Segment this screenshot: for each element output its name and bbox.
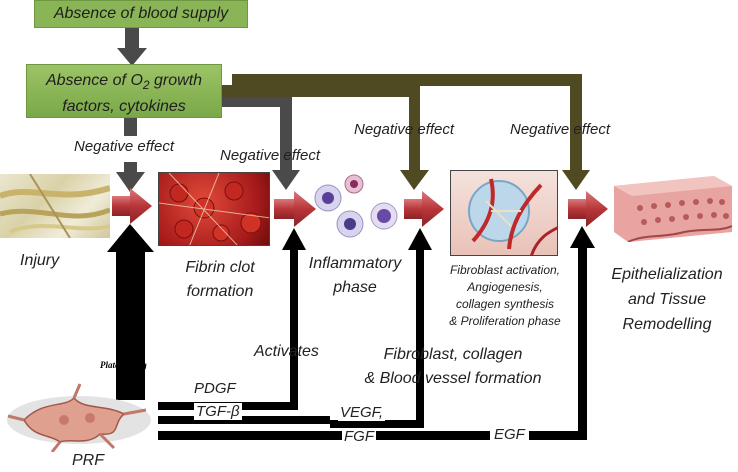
- absence-blood-supply-label: Absence of blood supply: [53, 5, 229, 22]
- epithelialization-line2: and Tissue: [627, 291, 707, 308]
- fibroblast-formation-line1: Fibroblast, collagen: [383, 346, 523, 363]
- platelet-cluster-icon: [7, 383, 151, 453]
- negative-effect-label-4: Negative effect: [510, 121, 611, 138]
- black-arrow-platelet-plug: [107, 224, 154, 400]
- injury-fibers-icon: [0, 174, 110, 238]
- inflammatory-cells-image: [306, 172, 402, 240]
- vegf-label: VEGF,: [338, 404, 386, 421]
- o2-subscript: 2: [142, 78, 150, 93]
- epithelial-tissue-image: [614, 176, 733, 243]
- injury-image: [0, 174, 110, 238]
- fibrin-cells-icon: [159, 173, 269, 245]
- fibrin-clot-image: [158, 172, 270, 246]
- fibrin-line1: Fibrin clot: [185, 259, 255, 276]
- absence-o2-line1: Absence of O2 growth: [27, 70, 221, 96]
- prf-platelet-image: [4, 380, 154, 453]
- proliferation-image: [450, 170, 558, 256]
- proliferation-line2: Angiogenesis,: [467, 280, 543, 294]
- gray-arrow-blood-to-o2: [117, 28, 147, 66]
- epithelialization-line1: Epithelialization: [611, 266, 723, 283]
- fibrin-line2: formation: [186, 283, 254, 300]
- inflammatory-line1: Inflammatory: [308, 255, 402, 272]
- prf-label: PRF: [72, 452, 104, 469]
- red-arrow-3: [404, 191, 444, 227]
- black-arrow-egf: [158, 226, 595, 440]
- fgf-label: FGF: [342, 428, 376, 445]
- negative-effect-label-2: Negative effect: [220, 147, 321, 164]
- epithelialization-label: Epithelialization and Tissue Remodelling: [596, 262, 738, 337]
- red-arrow-2: [274, 191, 316, 227]
- fibrin-clot-label: Fibrin clot formation: [170, 256, 270, 304]
- gray-arrow-negative-injury: [116, 118, 145, 192]
- absence-blood-supply-box: Absence of blood supply: [34, 0, 248, 28]
- o2-text-post: growth: [149, 72, 203, 89]
- o2-text-pre: Absence of O: [45, 72, 143, 89]
- epithelium-icon: [614, 176, 733, 243]
- black-arrow-vegf-fgf: [158, 228, 432, 428]
- proliferation-line3: collagen synthesis: [455, 297, 555, 311]
- proliferation-label: Fibroblast activation, Angiogenesis, col…: [432, 262, 578, 330]
- black-arrow-activates: [158, 228, 306, 410]
- red-arrow-4: [568, 191, 608, 227]
- egf-label: EGF: [490, 426, 529, 443]
- tgf-beta-label: TGF-β: [194, 403, 242, 420]
- platelet-plug-label: Platelet plug: [100, 360, 147, 370]
- inflammatory-cells-icon: [314, 174, 398, 238]
- fibroblast-formation-line2: & Blood vessel formation: [364, 370, 542, 387]
- pdgf-label: PDGF: [194, 380, 236, 397]
- vessel-tissue-icon: [468, 178, 557, 255]
- red-arrow-1: [112, 188, 152, 224]
- activates-label: Activates: [254, 343, 319, 360]
- olive-arrow-negative-proliferation: [222, 85, 429, 190]
- inflammatory-label: Inflammatory phase: [300, 252, 410, 300]
- absence-o2-box: Absence of O2 growth factors, cytokines: [26, 64, 222, 118]
- inflammatory-line2: phase: [333, 279, 377, 296]
- proliferation-line1: Fibroblast activation,: [449, 263, 561, 277]
- negative-effect-label-1: Negative effect: [74, 138, 175, 155]
- injury-label: Injury: [20, 252, 60, 269]
- epithelialization-line3: Remodelling: [622, 316, 712, 333]
- fibroblast-formation-label: Fibroblast, collagen & Blood vessel form…: [362, 343, 544, 391]
- olive-arrow-negative-epithelialization: [232, 74, 590, 190]
- absence-o2-line2: factors, cytokines: [62, 98, 186, 116]
- proliferation-line4: & Proliferation phase: [449, 314, 561, 328]
- gray-arrow-negative-inflammatory: [222, 95, 300, 190]
- negative-effect-label-3: Negative effect: [354, 121, 455, 138]
